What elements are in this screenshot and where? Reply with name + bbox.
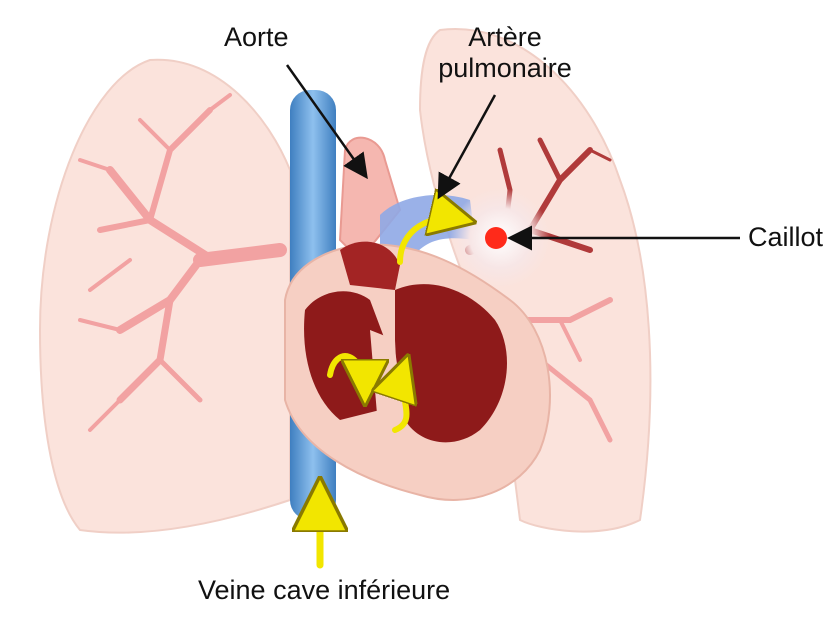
label-aorte: Aorte — [224, 22, 289, 53]
label-veine-cave: Veine cave inférieure — [198, 575, 450, 606]
label-artere-pulmonaire: Artère pulmonaire — [420, 22, 590, 84]
label-artere-line2: pulmonaire — [420, 53, 590, 84]
clot-icon — [485, 227, 507, 249]
label-caillot: Caillot — [748, 222, 823, 253]
label-artere-line1: Artère — [420, 22, 590, 53]
left-lung — [40, 60, 290, 533]
